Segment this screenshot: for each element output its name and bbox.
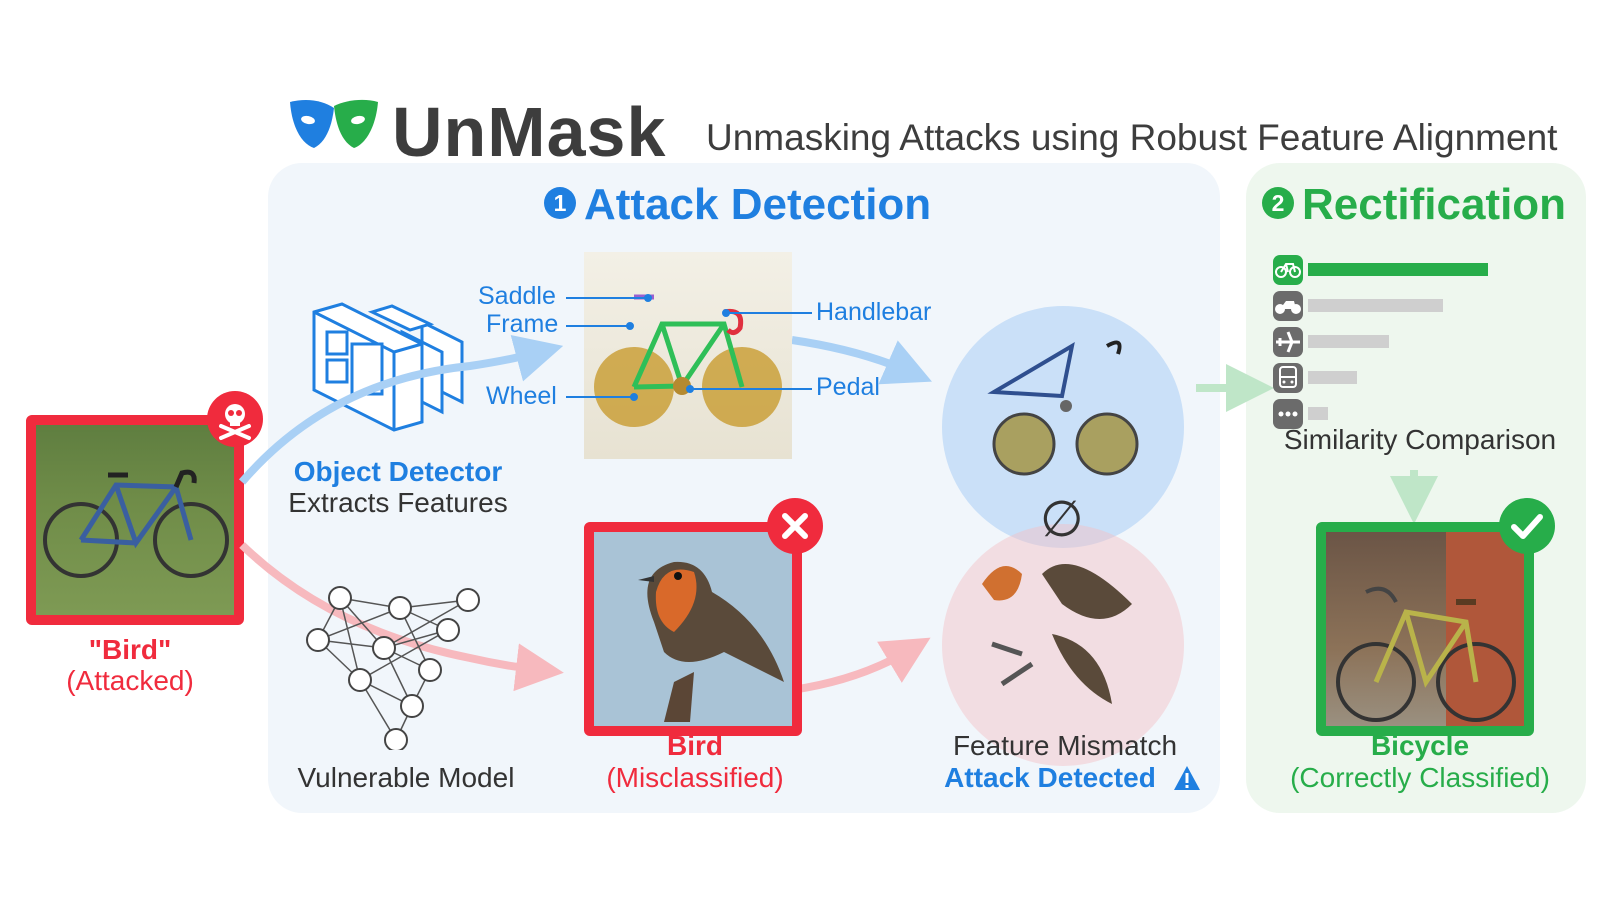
similarity-bar-row bbox=[1273, 254, 1568, 286]
similarity-comparison-label: Similarity Comparison bbox=[1283, 424, 1557, 455]
part-label-pedal: Pedal bbox=[816, 373, 880, 401]
neural-network-icon bbox=[306, 586, 480, 750]
similarity-bar bbox=[1308, 263, 1488, 276]
part-label-wheel: Wheel bbox=[486, 382, 557, 410]
similarity-bar bbox=[1308, 335, 1389, 348]
more-icon bbox=[1273, 399, 1303, 429]
part-label-frame: Frame bbox=[486, 310, 559, 338]
prediction-label: Bird bbox=[667, 730, 723, 761]
airplane-icon bbox=[1273, 327, 1303, 357]
similarity-bar-row bbox=[1273, 290, 1568, 322]
input-status: (Attacked) bbox=[66, 665, 194, 696]
similarity-bar bbox=[1308, 371, 1357, 384]
attacked-bicycle-image bbox=[26, 415, 244, 625]
similarity-bar-row bbox=[1273, 326, 1568, 358]
similarity-bar-row bbox=[1273, 398, 1568, 430]
feature-mismatch-label: Feature Mismatch bbox=[952, 730, 1178, 761]
similarity-bar-row bbox=[1273, 362, 1568, 394]
object-detector-subtitle: Extracts Features bbox=[288, 487, 508, 518]
warning-icon bbox=[1174, 766, 1200, 790]
bicycle-features-circle bbox=[942, 306, 1184, 548]
similarity-bar bbox=[1308, 299, 1443, 312]
result-status: (Correctly Classified) bbox=[1290, 762, 1550, 793]
part-label-handlebar: Handlebar bbox=[816, 298, 932, 326]
detected-features-image bbox=[584, 252, 792, 459]
checkmark-icon bbox=[1499, 498, 1555, 554]
rectified-bicycle-image bbox=[1316, 522, 1534, 736]
prediction-status: (Misclassified) bbox=[606, 762, 784, 793]
vulnerable-model-label: Vulnerable Model bbox=[297, 762, 515, 793]
bird-features-circle bbox=[942, 524, 1184, 766]
header-subtitle: Unmasking Attacks using Robust Feature A… bbox=[706, 117, 1558, 158]
empty-set-symbol: ∅ bbox=[1040, 491, 1084, 547]
bus-icon bbox=[1273, 363, 1303, 393]
step-number-badge: 1 bbox=[544, 187, 576, 220]
x-close-icon bbox=[767, 498, 823, 554]
object-detector-title: Object Detector bbox=[293, 456, 503, 487]
skull-icon bbox=[207, 391, 263, 447]
attack-detected-label: Attack Detected bbox=[944, 762, 1156, 793]
step-number-badge: 2 bbox=[1262, 187, 1294, 220]
similarity-bar bbox=[1308, 407, 1328, 420]
similarity-chart bbox=[1273, 254, 1568, 434]
misclassified-bird-image bbox=[584, 522, 802, 736]
mask-logo-icon bbox=[290, 99, 378, 148]
result-label: Bicycle bbox=[1370, 730, 1470, 761]
logo-wordmark: UnMask bbox=[392, 93, 667, 171]
part-label-saddle: Saddle bbox=[478, 282, 556, 310]
motorcycle-icon bbox=[1273, 291, 1303, 321]
bicycle-icon bbox=[1273, 255, 1303, 285]
input-label: "Bird" bbox=[88, 634, 172, 665]
